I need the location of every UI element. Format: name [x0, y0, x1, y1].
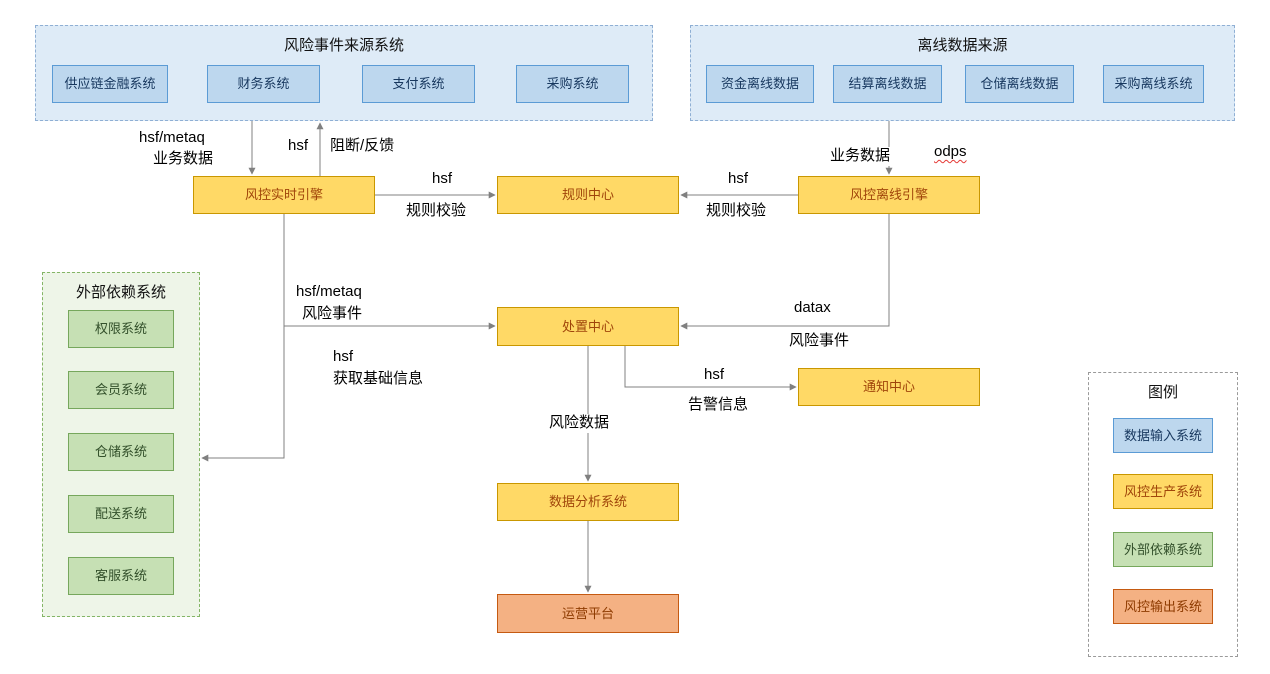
edge-label-realtime-event-protocol: hsf/metaq	[294, 283, 364, 302]
edge-label-basicinfo-data: 获取基础信息	[331, 370, 426, 389]
edge-offline-to-disposal	[680, 214, 890, 330]
node-procurement-offline-system: 采购离线系统	[1103, 65, 1204, 103]
node-funds-offline-data: 资金离线数据	[706, 65, 814, 103]
node-delivery-system: 配送系统	[68, 495, 174, 533]
node-permission-system: 权限系统	[68, 310, 174, 348]
edge-label-offline-ingest-protocol: odps	[932, 143, 969, 162]
node-offline-risk-engine: 风控离线引擎	[798, 176, 980, 214]
legend-item-risk-output-system: 风控输出系统	[1113, 589, 1213, 624]
node-data-analysis-system: 数据分析系统	[497, 483, 679, 521]
node-finance-system: 财务系统	[207, 65, 320, 103]
node-payment-system: 支付系统	[362, 65, 475, 103]
node-rule-center: 规则中心	[497, 176, 679, 214]
node-realtime-risk-engine: 风控实时引擎	[193, 176, 375, 214]
node-operation-platform: 运营平台	[497, 594, 679, 633]
edge-label-basicinfo-protocol: hsf	[331, 348, 356, 367]
edge-label-offline-rule-protocol: hsf	[726, 170, 751, 189]
node-customer-service-system: 客服系统	[68, 557, 174, 595]
edge-label-realtime-event-data: 风险事件	[300, 305, 365, 324]
edge-label-offline-event-data: 风险事件	[787, 332, 852, 351]
node-disposal-center: 处置中心	[497, 307, 679, 346]
node-notification-center: 通知中心	[798, 368, 980, 406]
risk-event-sources-title: 风险事件来源系统	[283, 37, 404, 54]
node-supply-chain-finance-system: 供应链金融系统	[52, 65, 168, 103]
edge-label-ingest-data: 业务数据	[151, 150, 216, 169]
edge-label-ingest-protocol: hsf/metaq	[137, 129, 207, 148]
legend-title: 图例	[1147, 384, 1178, 401]
node-warehouse-system: 仓储系统	[68, 433, 174, 471]
node-procurement-system: 采购系统	[516, 65, 629, 103]
edge-label-alert-data: 告警信息	[686, 396, 751, 415]
offline-data-sources-title: 离线数据来源	[917, 37, 1008, 54]
edge-label-offline-rule-action: 规则校验	[704, 202, 769, 221]
edge-label-risk-data: 风险数据	[547, 414, 612, 433]
edge-label-realtime-rule-action: 规则校验	[404, 202, 469, 221]
edge-label-realtime-rule-protocol: hsf	[430, 170, 455, 189]
node-member-system: 会员系统	[68, 371, 174, 409]
legend-item-risk-production-system: 风控生产系统	[1113, 474, 1213, 509]
legend-item-external-dependency-system: 外部依赖系统	[1113, 532, 1213, 567]
edge-label-feedback-protocol: hsf	[286, 137, 311, 156]
edge-disposal-to-external-deps	[201, 326, 285, 462]
edge-label-offline-ingest-data: 业务数据	[828, 147, 893, 166]
edge-label-alert-protocol: hsf	[702, 366, 727, 385]
node-settlement-offline-data: 结算离线数据	[833, 65, 942, 103]
edge-disposal-to-notification	[624, 346, 797, 391]
edge-label-offline-event-protocol: datax	[792, 299, 833, 318]
legend-item-data-input-system: 数据输入系统	[1113, 418, 1213, 453]
node-warehouse-offline-data: 仓储离线数据	[965, 65, 1074, 103]
external-dependencies-title: 外部依赖系统	[75, 284, 166, 301]
edge-label-feedback-action: 阻断/反馈	[328, 137, 397, 156]
